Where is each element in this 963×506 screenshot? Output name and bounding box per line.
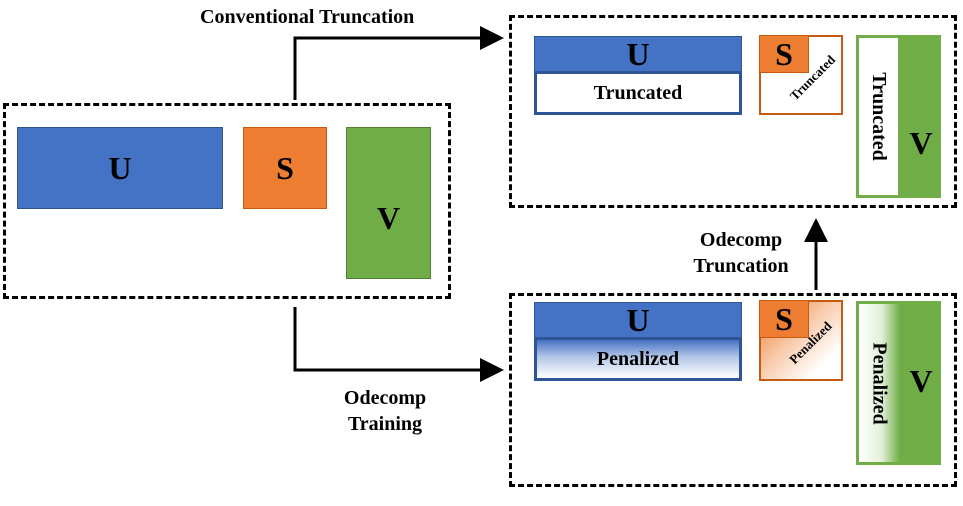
original-v-matrix: V — [346, 127, 431, 279]
penalized-v-label: V — [909, 362, 933, 399]
penalized-u-matrix: U — [534, 302, 742, 338]
original-decomposition-box — [3, 103, 451, 299]
original-s-matrix: S — [243, 127, 327, 209]
original-u-label: U — [108, 149, 132, 186]
conventional-truncation-arrow — [293, 26, 504, 100]
truncated-u-label: U — [626, 35, 650, 72]
odecomp-truncation-line2: Truncation — [693, 255, 789, 277]
truncated-u-matrix: U — [534, 36, 742, 72]
penalized-s-part-label: Penalized — [786, 318, 835, 367]
odecomp-training-arrow — [293, 307, 504, 382]
odecomp-training-line1: Odecomp — [343, 387, 427, 409]
conventional-truncation-label: Conventional Truncation — [200, 6, 415, 28]
original-s-label: S — [276, 149, 294, 186]
truncated-v-part-label: Truncated — [868, 72, 891, 161]
penalized-u-label: U — [626, 301, 650, 338]
penalized-s-label: S — [775, 300, 793, 337]
truncated-v-label-wrap: V — [901, 120, 941, 166]
original-u-matrix: U — [17, 127, 223, 209]
penalized-u-part: Penalized — [534, 337, 742, 381]
truncated-result-box — [509, 15, 957, 208]
odecomp-truncation-label: Odecomp Truncation — [676, 227, 806, 279]
penalized-u-part-label: Penalized — [596, 347, 680, 370]
penalized-v-part: Penalized — [856, 301, 903, 465]
penalized-v-part-label: Penalized — [869, 341, 891, 425]
truncated-s-part-label: Truncated — [786, 51, 839, 104]
odecomp-truncation-line1: Odecomp — [699, 229, 783, 251]
truncated-s-label: S — [775, 35, 793, 72]
original-v-label: V — [376, 199, 401, 236]
truncated-v-label: V — [909, 124, 933, 161]
truncated-v-part: Truncated — [856, 35, 901, 198]
odecomp-training-line2: Training — [347, 413, 423, 435]
penalized-s-kept: S — [759, 300, 809, 338]
truncated-u-part-label: Truncated — [593, 81, 683, 104]
penalized-v-label-wrap: V — [901, 358, 941, 404]
truncated-s-part: Truncated — [780, 52, 846, 103]
truncated-u-part: Truncated — [534, 71, 742, 115]
penalized-s-part: Penalized — [778, 318, 844, 366]
odecomp-training-label: Odecomp Training — [330, 385, 440, 437]
penalized-result-box — [509, 293, 957, 487]
truncated-s-kept: S — [759, 35, 809, 73]
